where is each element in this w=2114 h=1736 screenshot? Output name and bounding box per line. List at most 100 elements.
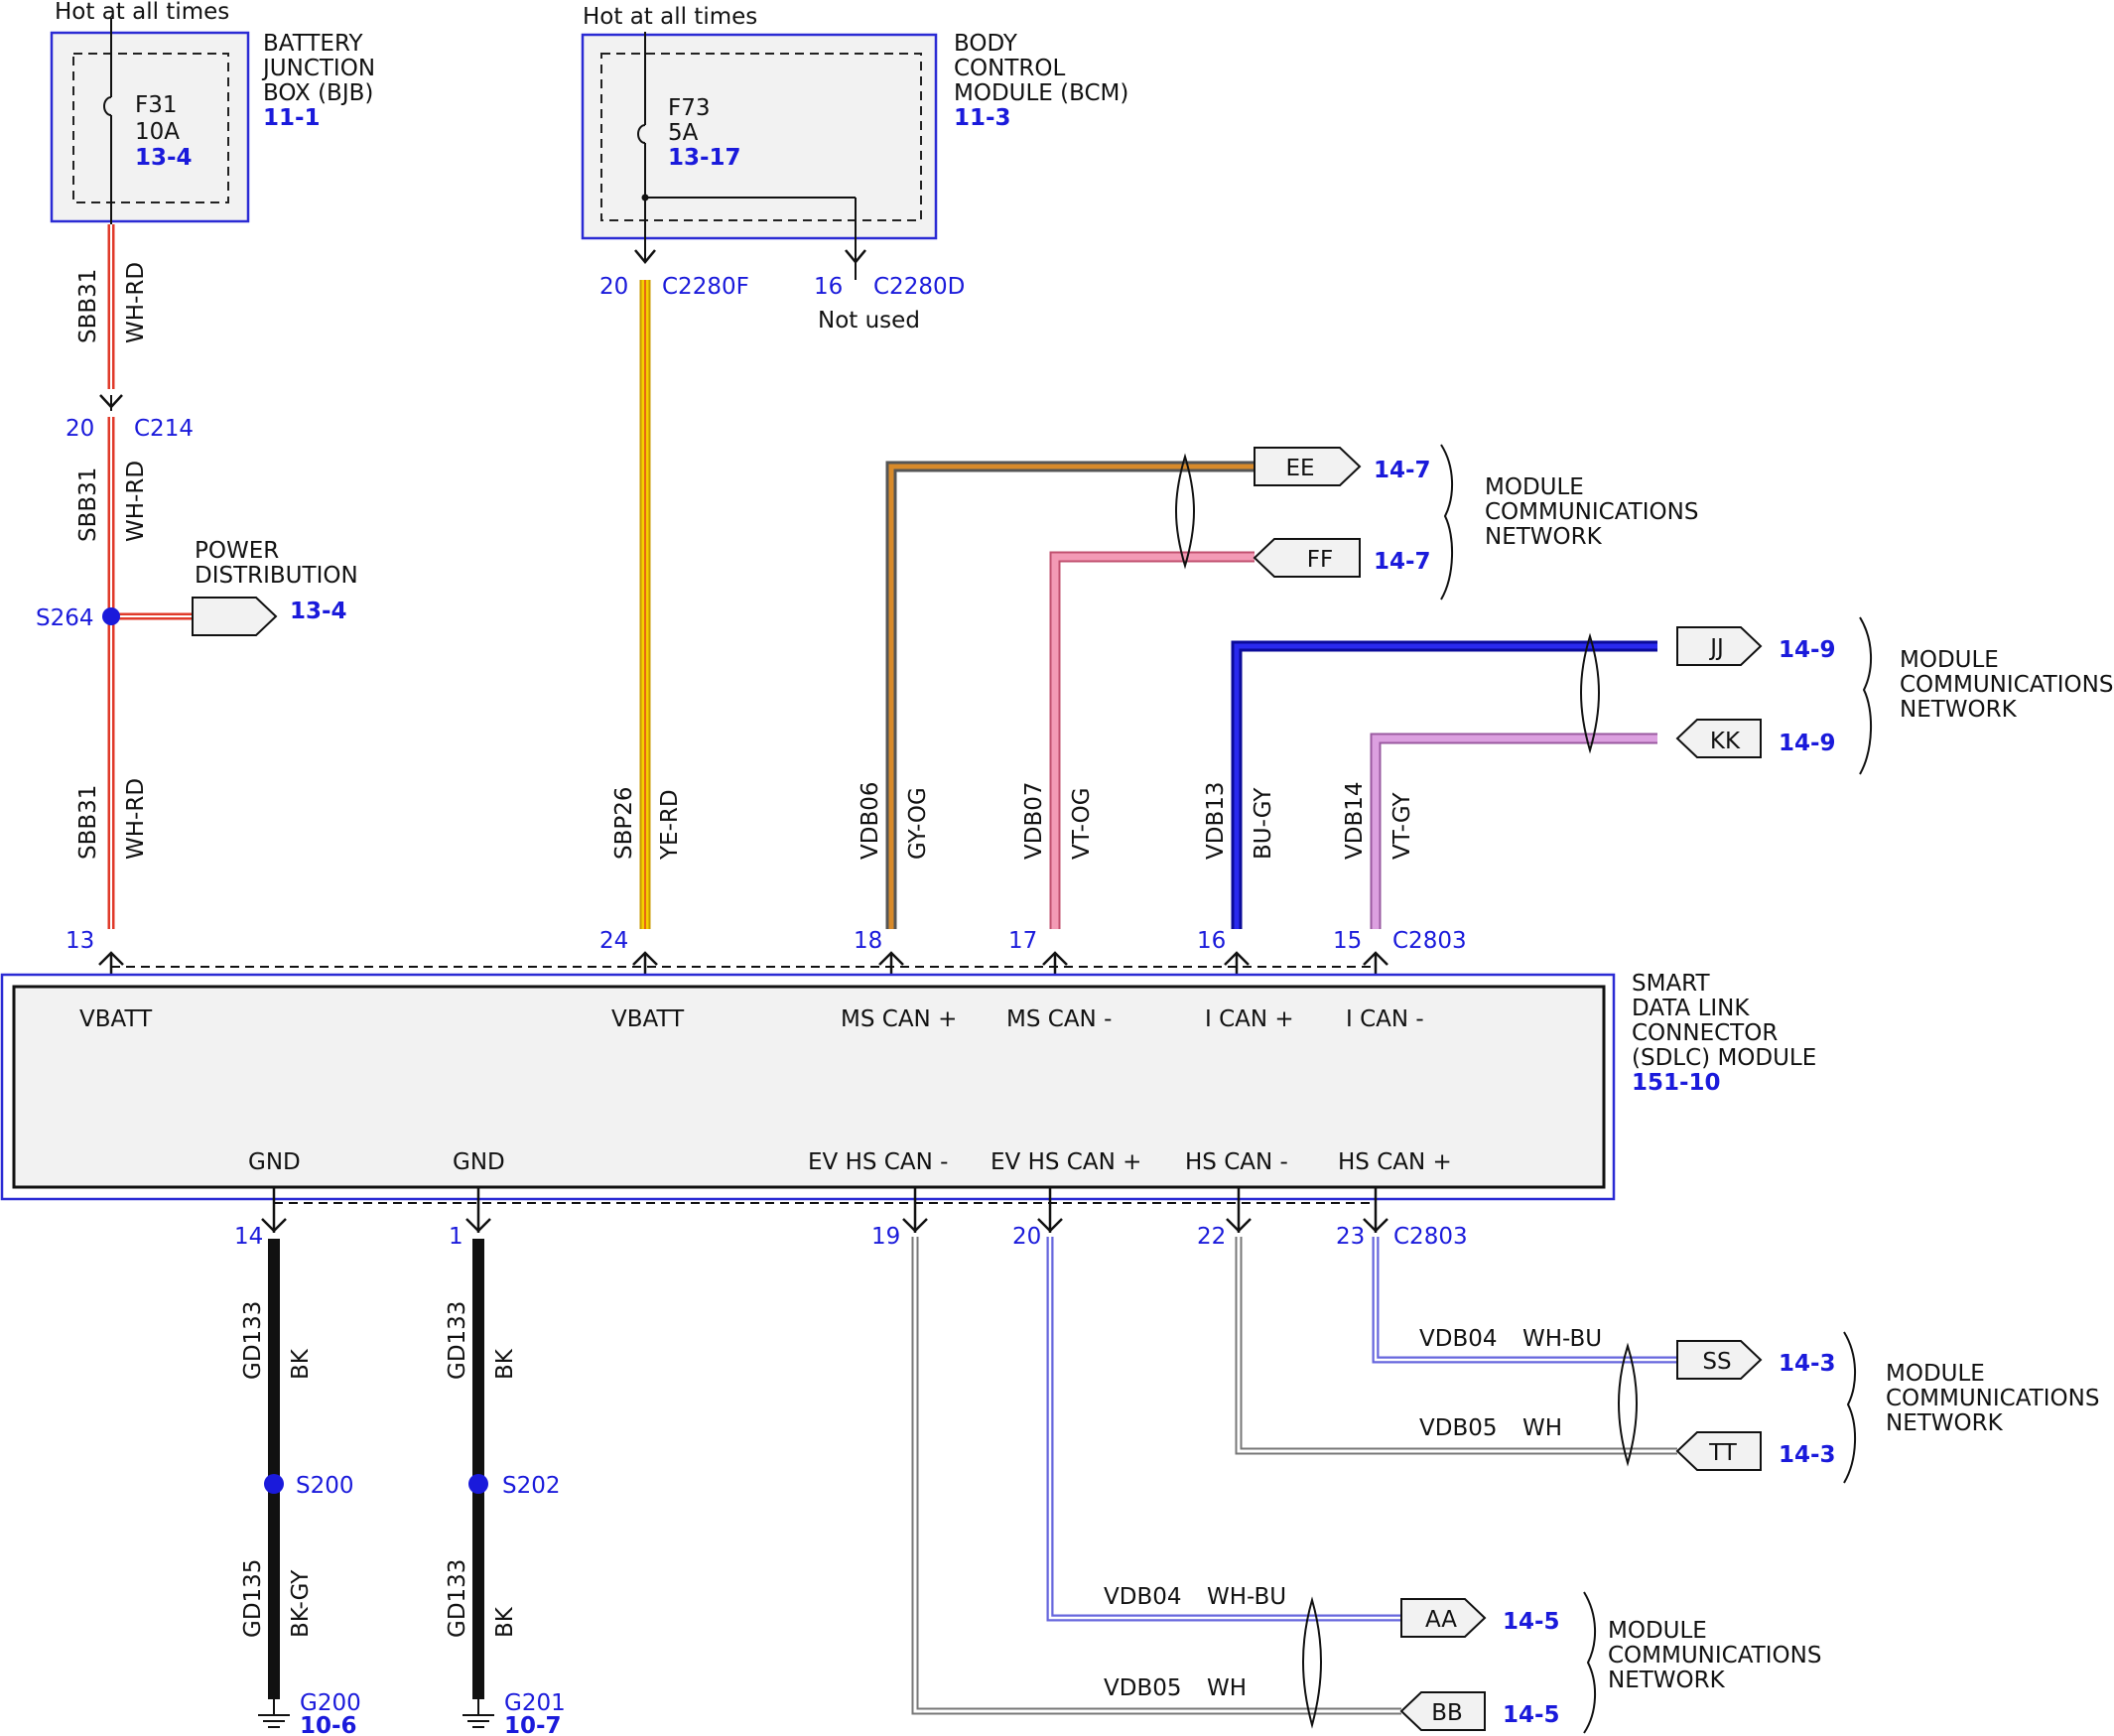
sdlc-label-i-can-plus: I CAN + bbox=[1205, 1006, 1294, 1032]
sdlc-label-ms-can-plus: MS CAN + bbox=[841, 1006, 957, 1032]
wire-label-gd133-a: GD133 bbox=[240, 1301, 266, 1380]
flag-ss-label: SS bbox=[1702, 1349, 1731, 1375]
sdlc-top-pin-16: 16 bbox=[1197, 928, 1226, 954]
wire-label-vdb06: VDB06 bbox=[858, 782, 883, 861]
sdlc-label-vbatt-1: VBATT bbox=[79, 1006, 153, 1032]
flag-ee-ref[interactable]: 14-7 bbox=[1374, 458, 1431, 483]
network-3-line3: NETWORK bbox=[1886, 1410, 2004, 1436]
sdlc-top-pin-17: 17 bbox=[1008, 928, 1037, 954]
power-distribution-flag[interactable] bbox=[192, 597, 278, 636]
bcm-pin-a: 20 bbox=[599, 274, 628, 300]
bcm-conn-a: C2280F bbox=[662, 274, 749, 300]
bcm-fuse-rating: 5A bbox=[668, 120, 699, 146]
flag-jj-label: JJ bbox=[1708, 635, 1724, 661]
flag-ss[interactable] bbox=[1676, 1340, 1763, 1380]
sdlc-label-vbatt-2: VBATT bbox=[611, 1006, 685, 1032]
wire-vdb07: VDB07 VT-OG bbox=[1021, 551, 1255, 929]
flag-tt-ref[interactable]: 14-3 bbox=[1779, 1442, 1836, 1468]
twist-ms-can bbox=[1175, 453, 1195, 570]
sdlc-module: VBATT VBATT MS CAN + MS CAN - I CAN + I … bbox=[0, 973, 1616, 1201]
wire-color-bk-c: BK bbox=[492, 1606, 518, 1638]
bcm-name-line3: MODULE (BCM) bbox=[954, 80, 1128, 106]
network-1-line3: NETWORK bbox=[1485, 524, 1603, 550]
wire-color-bk-b: BK bbox=[492, 1348, 518, 1380]
flag-kk-ref[interactable]: 14-9 bbox=[1779, 731, 1836, 756]
wire-gd133-left: GD133 BK GD135 BK-GY bbox=[240, 1239, 314, 1728]
wire-label-vdb04-b: VDB04 bbox=[1104, 1584, 1182, 1610]
sdlc-name-line1: SMART bbox=[1632, 971, 1710, 997]
ground-symbol-g200 bbox=[258, 1699, 290, 1728]
bcm-pin-b: 16 bbox=[814, 274, 843, 300]
bcm-fuse-ref[interactable]: 13-17 bbox=[668, 145, 741, 171]
wire-label-vdb14: VDB14 bbox=[1342, 782, 1368, 861]
sdlc-bottom-pin-1: 1 bbox=[449, 1224, 463, 1250]
wire-color-whbu-b: WH-BU bbox=[1207, 1584, 1286, 1610]
ground-g201-label: G201 bbox=[504, 1690, 566, 1716]
network-4-line3: NETWORK bbox=[1608, 1668, 1726, 1693]
wire-ev-hs-can-minus bbox=[911, 1237, 1401, 1715]
flag-tt[interactable] bbox=[1675, 1431, 1762, 1471]
flag-aa-ref[interactable]: 14-5 bbox=[1503, 1609, 1560, 1635]
sdlc-name-line2: DATA LINK bbox=[1632, 996, 1750, 1021]
sdlc-bottom-pins: 14 1 19 20 22 23 C2803 bbox=[234, 1187, 1468, 1250]
splice-s202-label: S202 bbox=[502, 1473, 561, 1499]
flag-jj-ref[interactable]: 14-9 bbox=[1779, 637, 1836, 663]
wire-label-gd135: GD135 bbox=[240, 1559, 266, 1638]
flag-bb-label: BB bbox=[1431, 1700, 1463, 1726]
sdlc-label-hs-can-minus: HS CAN - bbox=[1185, 1149, 1288, 1175]
wire-sbb31-upper: SBB31 WH-RD bbox=[75, 224, 149, 411]
wire-vdb06: VDB06 GY-OG bbox=[858, 461, 1255, 929]
bcm-conn-b: C2280D bbox=[873, 274, 965, 300]
wire-color-whrd-a: WH-RD bbox=[123, 262, 149, 343]
flag-bb-ref[interactable]: 14-5 bbox=[1503, 1702, 1560, 1728]
wire-gd133-right: GD133 BK GD133 BK bbox=[445, 1239, 518, 1728]
bjb-ref[interactable]: 11-1 bbox=[263, 105, 321, 131]
network-3-line2: COMMUNICATIONS bbox=[1886, 1386, 2099, 1411]
bjb-fuse-rating: 10A bbox=[135, 119, 180, 145]
wire-ev-hs-can-plus bbox=[1046, 1237, 1401, 1622]
flag-kk[interactable] bbox=[1675, 719, 1762, 758]
sdlc-top-pins: 13 24 18 17 16 15 C2803 bbox=[66, 928, 1467, 987]
flag-ee[interactable] bbox=[1254, 447, 1362, 486]
wire-color-gyog: GY-OG bbox=[905, 787, 931, 860]
wire-sbb31-lower: SBB31 WH-RD SBB31 WH-RD bbox=[75, 417, 278, 929]
flag-ss-ref[interactable]: 14-3 bbox=[1779, 1351, 1836, 1377]
splice-s202 bbox=[468, 1474, 488, 1494]
wire-color-yerd: YE-RD bbox=[657, 789, 683, 861]
ground-g200-label: G200 bbox=[300, 1690, 361, 1716]
twist-i-can bbox=[1580, 632, 1600, 754]
wire-label-sbb31-c: SBB31 bbox=[75, 785, 101, 860]
sdlc-bottom-pin-22: 22 bbox=[1197, 1224, 1226, 1250]
battery-junction-box: Hot at all times F31 10A 13-4 BATTERY JU… bbox=[50, 0, 375, 226]
wire-color-bkgy: BK-GY bbox=[288, 1569, 314, 1638]
network-1-line1: MODULE bbox=[1485, 474, 1584, 500]
network-3-line1: MODULE bbox=[1886, 1361, 1985, 1387]
flag-aa[interactable] bbox=[1400, 1598, 1487, 1638]
wire-color-wh-b: WH bbox=[1207, 1675, 1247, 1701]
network-1-line2: COMMUNICATIONS bbox=[1485, 499, 1698, 525]
flag-ff-label: FF bbox=[1307, 547, 1333, 573]
sdlc-ref[interactable]: 151-10 bbox=[1632, 1070, 1721, 1096]
flag-jj[interactable] bbox=[1676, 626, 1763, 666]
flag-ff-ref[interactable]: 14-7 bbox=[1374, 549, 1431, 575]
ground-g201-ref[interactable]: 10-7 bbox=[504, 1713, 562, 1736]
bjb-name-line1: BATTERY bbox=[263, 31, 363, 57]
twist-ev-hs-can bbox=[1302, 1596, 1322, 1729]
flag-aa-label: AA bbox=[1425, 1607, 1457, 1633]
sdlc-top-pin-13: 13 bbox=[66, 928, 94, 954]
flag-bb[interactable] bbox=[1399, 1691, 1486, 1731]
c214-pin: 20 bbox=[66, 416, 94, 442]
flag-ff[interactable] bbox=[1253, 538, 1361, 578]
bcm-ref[interactable]: 11-3 bbox=[954, 105, 1011, 131]
wire-label-vdb07: VDB07 bbox=[1021, 782, 1047, 861]
sdlc-label-i-can-minus: I CAN - bbox=[1346, 1006, 1424, 1032]
power-dist-ref[interactable]: 13-4 bbox=[290, 599, 347, 624]
wire-label-gd133-b: GD133 bbox=[445, 1301, 470, 1380]
ground-g200-ref[interactable]: 10-6 bbox=[300, 1713, 357, 1736]
flag-kk-label: KK bbox=[1710, 729, 1741, 754]
flag-tt-label: TT bbox=[1708, 1440, 1738, 1466]
bjb-fuse-ref[interactable]: 13-4 bbox=[135, 145, 193, 171]
wire-sbp26: SBP26 YE-RD bbox=[611, 280, 683, 929]
bjb-name-line2: JUNCTION bbox=[261, 56, 375, 81]
sdlc-bottom-pin-19: 19 bbox=[871, 1224, 900, 1250]
